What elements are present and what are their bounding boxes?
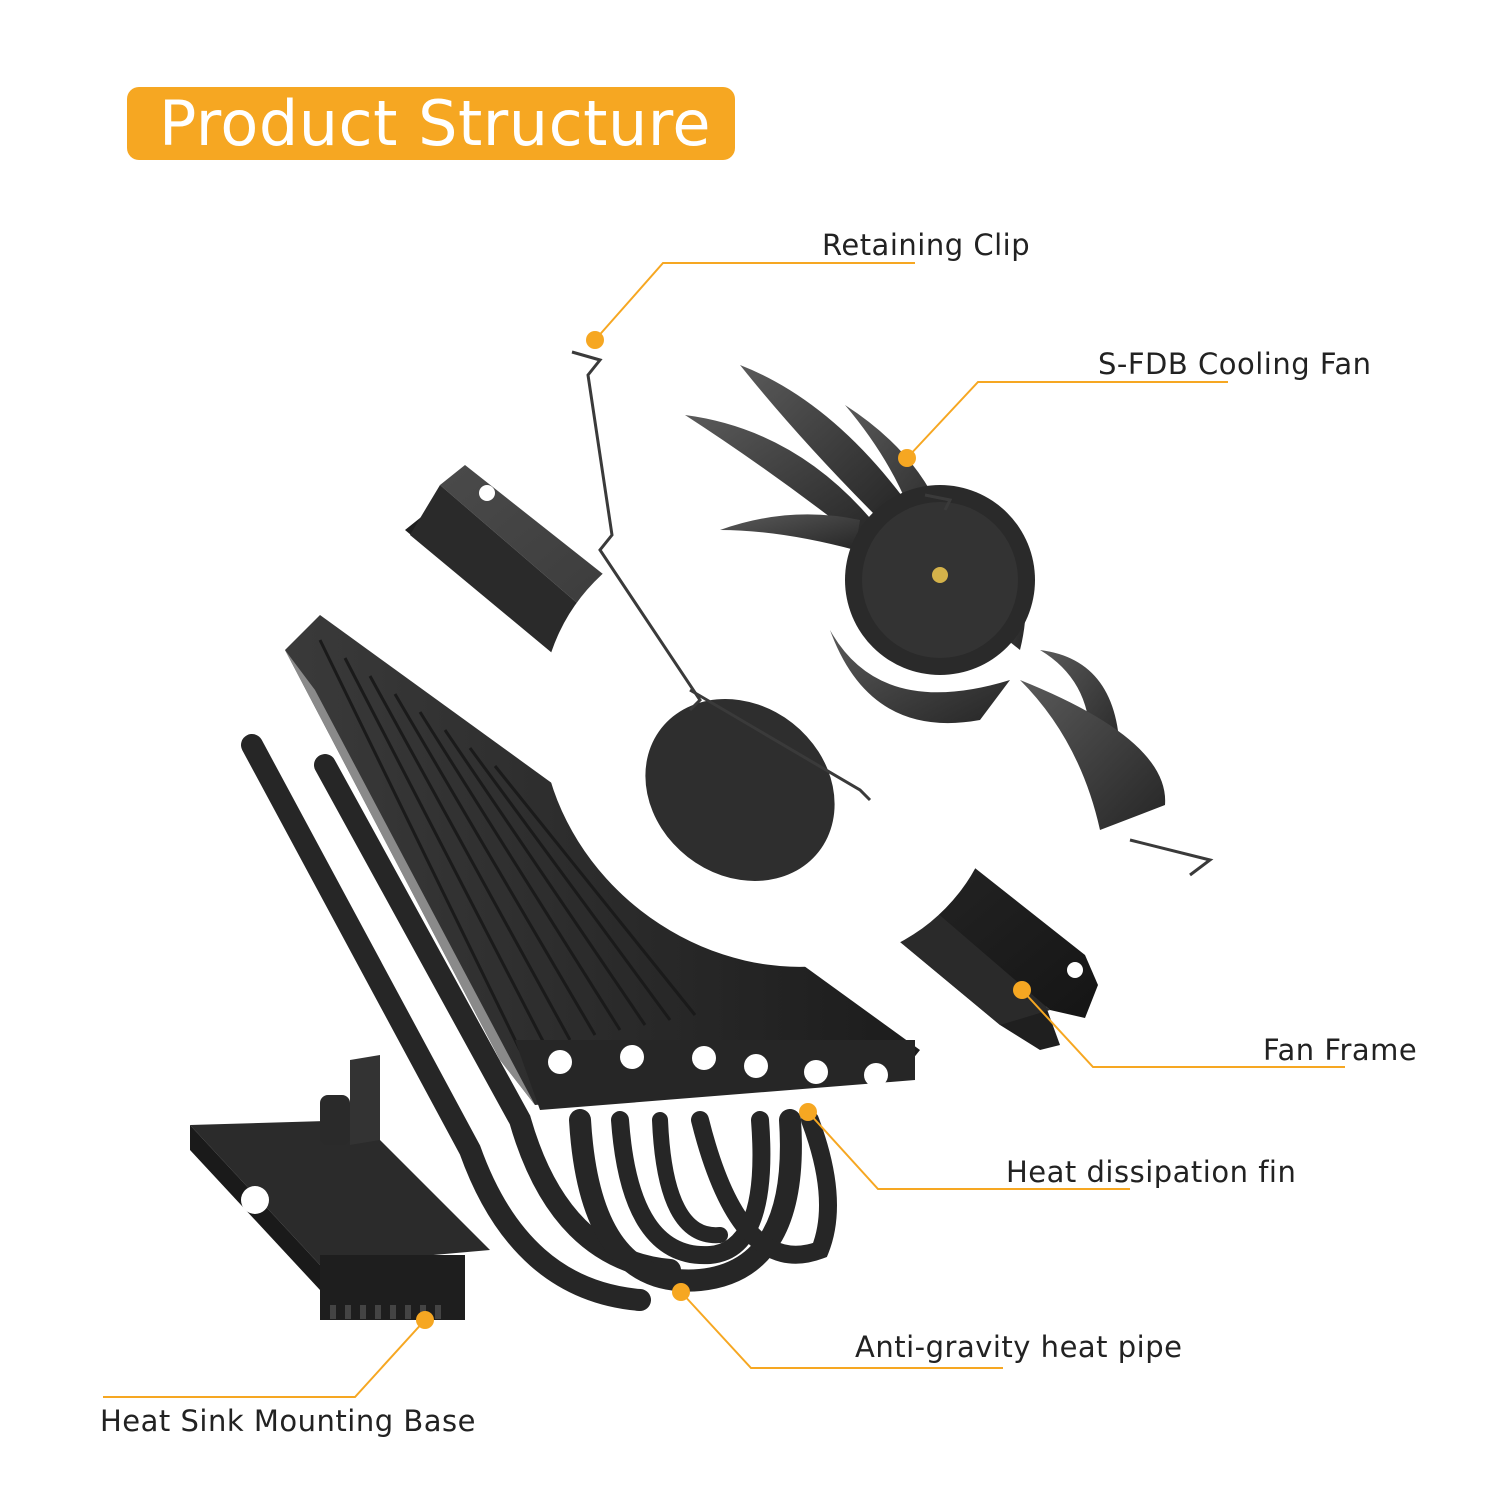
- callout-lines: [103, 262, 1345, 1398]
- callout-dots: [416, 331, 1031, 1329]
- mounting-base: [190, 1055, 490, 1320]
- callout-line-cooling-fan: [906, 381, 1228, 459]
- callout-line-heat-fin: [807, 1111, 1130, 1190]
- title-badge: Product Structure: [127, 87, 735, 160]
- label-fan-frame: Fan Frame: [1263, 1033, 1418, 1067]
- callout-line-fan-frame: [1021, 989, 1345, 1068]
- label-heat-fin: Heat dissipation fin: [1006, 1155, 1297, 1189]
- heat-pipes: [241, 734, 837, 1311]
- callout-line-heat-pipe: [680, 1291, 1003, 1369]
- retaining-clips: [571, 350, 1214, 877]
- callout-dot-retaining-clip: [586, 331, 604, 349]
- callout-dot-cooling-fan: [898, 449, 916, 467]
- callout-dot-mounting-base: [416, 1311, 434, 1329]
- label-retaining-clip: Retaining Clip: [822, 228, 1031, 262]
- callout-dot-heat-pipe: [672, 1283, 690, 1301]
- callout-dot-fan-frame: [1013, 981, 1031, 999]
- fan-rotor: [685, 365, 1166, 830]
- callout-line-mounting-base: [103, 1319, 426, 1398]
- label-mounting-base: Heat Sink Mounting Base: [100, 1404, 476, 1438]
- callout-dot-heat-fin: [799, 1103, 817, 1121]
- label-heat-pipe: Anti-gravity heat pipe: [855, 1330, 1183, 1364]
- page-title: Product Structure: [159, 86, 712, 160]
- label-cooling-fan: S-FDB Cooling Fan: [1098, 347, 1372, 381]
- callout-line-retaining-clip: [594, 262, 915, 341]
